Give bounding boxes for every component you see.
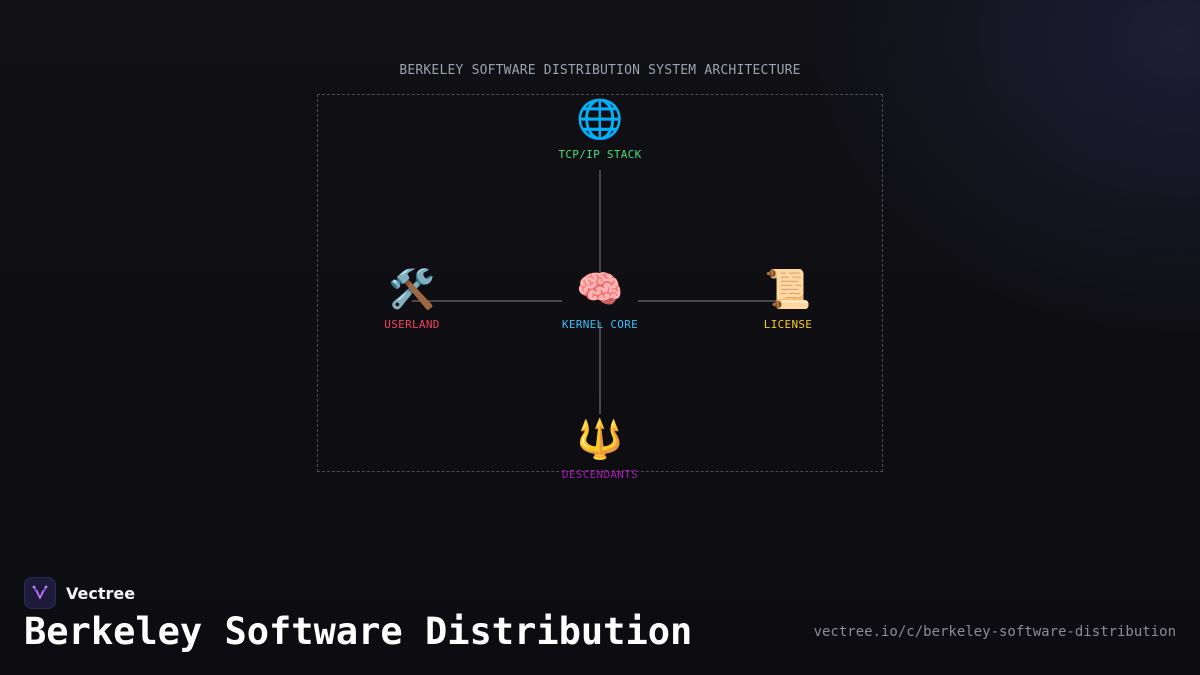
node-label-tcpip: TCP/IP STACK	[558, 148, 642, 161]
node-label-kernel: KERNEL CORE	[561, 318, 639, 331]
page-title: Berkeley Software Distribution	[24, 610, 693, 653]
node-userland[interactable]: 🛠️ USERLAND	[342, 266, 482, 331]
page-url[interactable]: vectree.io/c/berkeley-software-distribut…	[813, 624, 1176, 640]
brand[interactable]: Vectree	[24, 577, 135, 609]
trident-icon: 🔱	[576, 417, 624, 461]
node-descendants[interactable]: 🔱 DESCENDANTS	[530, 416, 670, 481]
node-label-license: LICENSE	[763, 318, 813, 331]
node-label-descendants: DESCENDANTS	[561, 468, 639, 481]
node-kernel-core[interactable]: 🧠 KERNEL CORE	[530, 266, 670, 331]
diagram-title: BERKELEY SOFTWARE DISTRIBUTION SYSTEM AR…	[399, 63, 801, 78]
vectree-logo-icon	[24, 577, 56, 609]
hammer-wrench-icon: 🛠️	[388, 267, 436, 311]
node-license[interactable]: 📜 LICENSE	[718, 266, 858, 331]
diagram-frame	[317, 94, 883, 472]
globe-icon: 🌐	[576, 97, 624, 141]
brain-icon: 🧠	[576, 267, 624, 311]
node-label-userland: USERLAND	[384, 318, 440, 331]
scroll-icon: 📜	[764, 267, 812, 311]
brand-name: Vectree	[66, 583, 136, 603]
node-tcpip-stack[interactable]: 🌐 TCP/IP STACK	[530, 96, 670, 161]
